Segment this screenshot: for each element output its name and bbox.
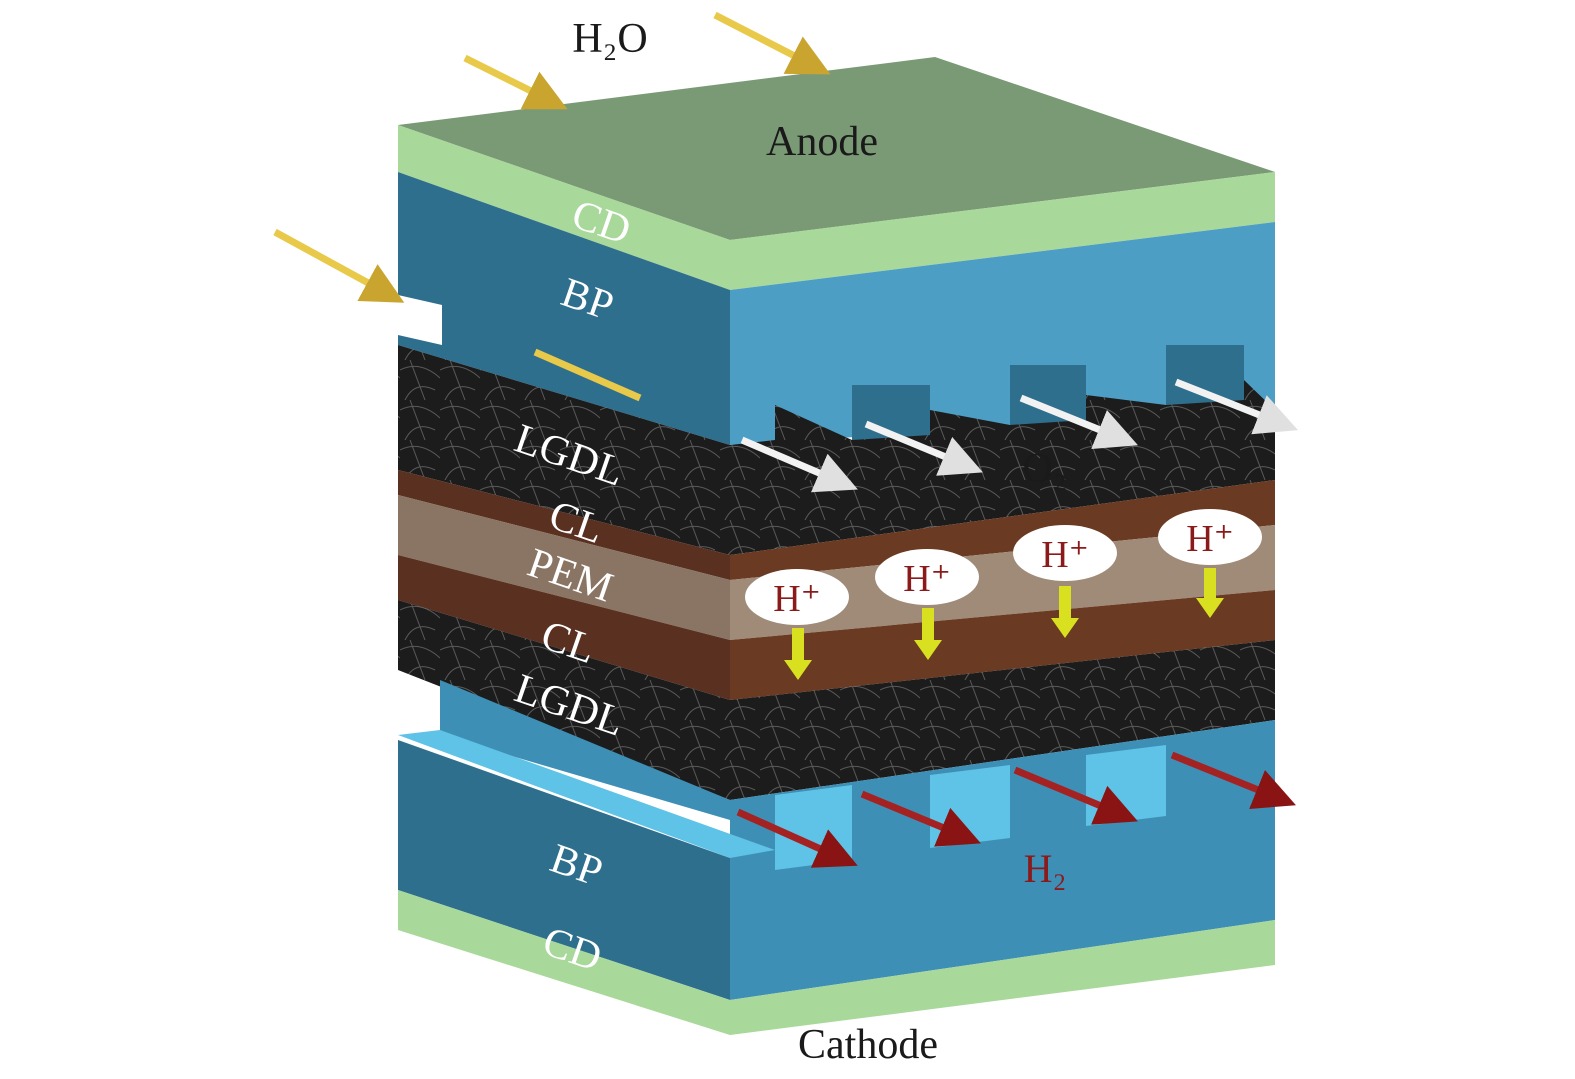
proton-down-arrow <box>784 628 812 680</box>
channel-gap-left <box>440 680 730 820</box>
proton-label: H⁺ <box>1041 534 1089 576</box>
hydrogen-outlet-arrow <box>860 790 981 847</box>
cd-top-right <box>730 172 1275 290</box>
proton-transport-1: H⁺ <box>745 569 849 680</box>
oxygen-outlet-arrow <box>1019 394 1138 449</box>
water-label: H₂O <box>572 16 647 62</box>
proton-transport-4: H⁺ <box>1158 509 1262 618</box>
proton-label: H⁺ <box>1186 518 1234 560</box>
pem-left <box>398 495 730 640</box>
cathode-label: Cathode <box>798 1022 938 1068</box>
cl-top-left <box>398 470 730 580</box>
inlet-notch <box>398 295 442 345</box>
hydrogen-outlet-arrow <box>736 808 858 868</box>
cd-top-left <box>398 125 730 290</box>
hydrogen-label: H₂ <box>1024 846 1067 891</box>
cl-bottom-right <box>730 590 1275 700</box>
bp-bottom-left <box>398 740 730 1000</box>
proton-down-arrow <box>914 608 942 660</box>
flow-channel-lower <box>930 765 1010 848</box>
proton-label: H⁺ <box>903 558 951 600</box>
cl-bottom-left <box>398 555 730 700</box>
cd-bottom-right <box>730 920 1275 1035</box>
proton-transport-2: H⁺ <box>875 549 979 660</box>
proton-down-arrow <box>1196 568 1224 618</box>
oxygen-outlet-arrow <box>864 420 983 476</box>
pem-right <box>730 525 1275 640</box>
bp-top-left <box>398 172 730 445</box>
anode-top-face <box>398 57 1275 240</box>
flow-channel-lower <box>1086 745 1166 826</box>
oxygen-outlet-arrow <box>740 436 858 493</box>
hydrogen-outlet-arrow <box>1013 766 1138 825</box>
proton-transport-3: H⁺ <box>1013 525 1117 638</box>
proton-label: H⁺ <box>773 578 821 620</box>
water-inlet-arrow <box>713 11 831 75</box>
water-inlet-arrow <box>273 228 405 303</box>
anode-label: Anode <box>766 119 878 165</box>
lgdl-bottom-right <box>730 640 1275 800</box>
lgdl-top-left <box>398 345 730 555</box>
lgdl-top-right <box>730 380 1275 555</box>
cl-top-right <box>730 480 1275 580</box>
oxygen-outlet-arrow <box>1174 378 1299 435</box>
water-flow-bar <box>533 348 642 402</box>
proton-down-arrow <box>1051 586 1079 638</box>
bp-bottom-top-edge <box>398 730 775 858</box>
lgdl-bottom-left <box>398 600 730 800</box>
oxygen-label: O₂ <box>1023 446 1068 492</box>
water-inlet-arrow <box>463 54 568 110</box>
hydrogen-outlet-arrow <box>1170 751 1296 809</box>
cd-bottom-left <box>398 890 730 1035</box>
